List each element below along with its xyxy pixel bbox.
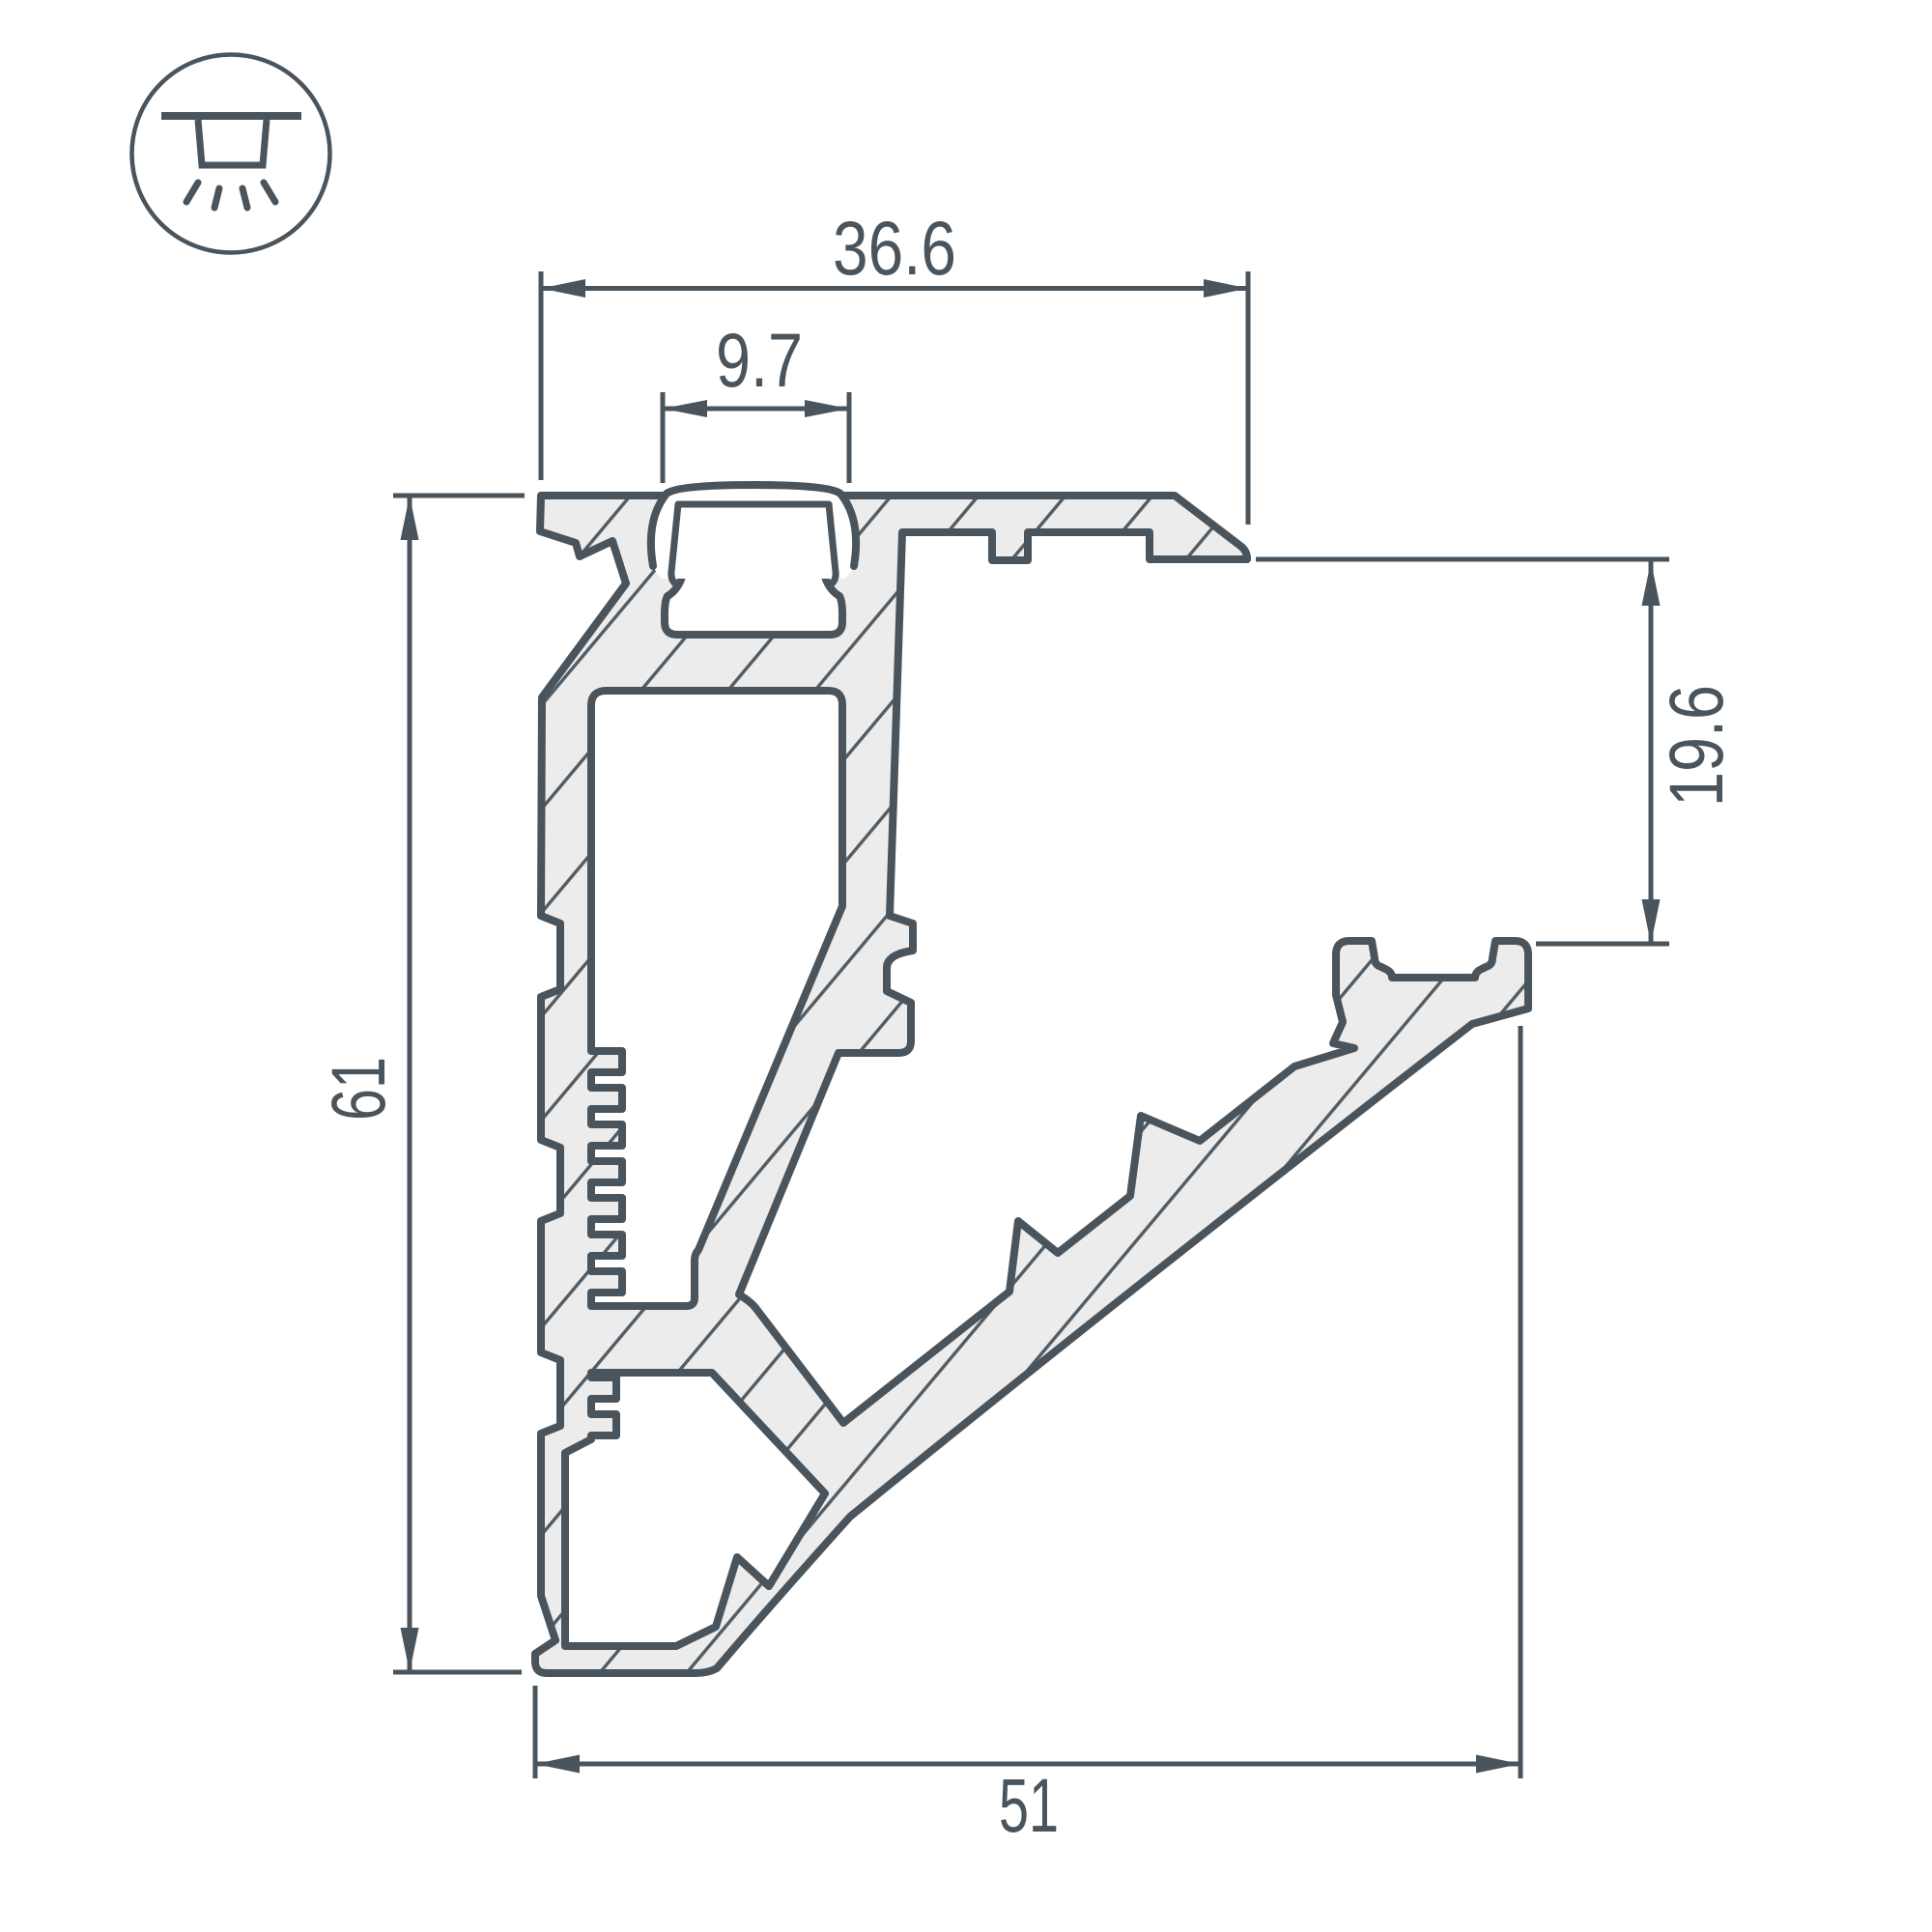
svg-text:9.7: 9.7 bbox=[716, 317, 803, 403]
svg-text:51: 51 bbox=[999, 1762, 1059, 1848]
svg-text:36.6: 36.6 bbox=[833, 205, 956, 291]
svg-text:19.6: 19.6 bbox=[1653, 685, 1739, 807]
svg-text:61: 61 bbox=[315, 1057, 401, 1121]
